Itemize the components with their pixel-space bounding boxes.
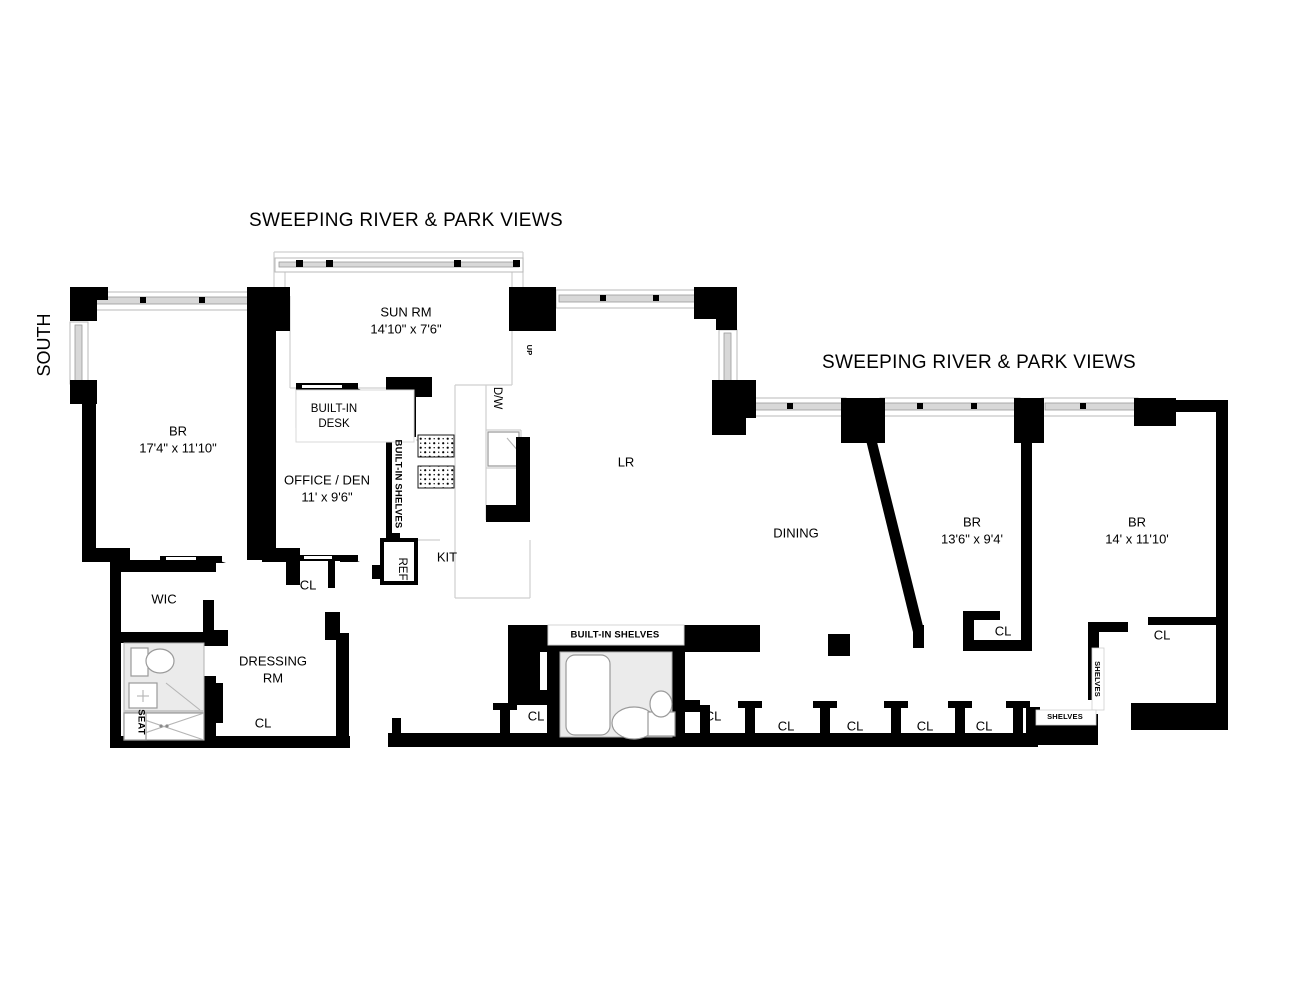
label-built-in-desk-line2: DESK <box>318 418 350 430</box>
room-label-br-right: BR <box>1128 514 1146 529</box>
text-layer: SWEEPING RIVER & PARK VIEWS SWEEPING RIV… <box>34 210 1171 735</box>
label-built-in-desk-line1: BUILT-IN <box>311 403 357 415</box>
room-label-dining: DINING <box>773 525 819 540</box>
label-built-in-shelves-horizontal: BUILT-IN SHELVES <box>571 630 660 641</box>
room-label-sun-rm: SUN RM <box>380 304 431 319</box>
window-band-right-2 <box>879 397 1021 417</box>
closet-label-hall-1: CL <box>528 708 545 723</box>
closet-label-br-right: CL <box>1154 627 1171 642</box>
center-bathroom-fixtures <box>559 651 676 740</box>
room-dims-sun-rm: 14'10" x 7'6" <box>370 321 442 336</box>
window-band-right-3 <box>1041 397 1139 417</box>
label-dishwasher: D/W <box>491 387 503 410</box>
label-built-in-shelves-vertical: BUILT-IN SHELVES <box>392 440 403 529</box>
banner-sweeping-river-park-views-left: SWEEPING RIVER & PARK VIEWS <box>249 210 563 231</box>
banner-sweeping-river-park-views-right: SWEEPING RIVER & PARK VIEWS <box>822 352 1136 373</box>
window-band-lr-right <box>718 329 738 387</box>
label-shower-seat: SEAT <box>135 709 146 734</box>
closet-label-hall-2: CL <box>705 708 722 723</box>
closet-label-dressing: CL <box>255 715 272 730</box>
room-label-wic: WIC <box>151 591 176 606</box>
closet-label-hall-4: CL <box>847 718 864 733</box>
room-label-dressing-rm-2: RM <box>263 670 283 685</box>
closet-label-hall-3: CL <box>778 718 795 733</box>
label-shelves-vertical: SHELVES <box>1093 661 1102 697</box>
room-dims-office-den: 11' x 9'6" <box>301 489 353 504</box>
closet-label-br-middle: CL <box>995 623 1012 638</box>
orientation-label-south: SOUTH <box>34 314 54 377</box>
label-shelves-horizontal: SHELVES <box>1047 712 1083 721</box>
closet-label-hall-5: CL <box>917 718 934 733</box>
label-refrigerator: REF <box>396 558 408 581</box>
label-plates <box>295 389 1105 726</box>
room-label-dressing-rm: DRESSING <box>239 653 307 668</box>
closet-label-hall-6: CL <box>976 718 993 733</box>
master-bathroom-fixtures <box>123 642 205 741</box>
label-stair-up: UP <box>525 345 534 356</box>
window-band-right-1 <box>745 397 847 417</box>
room-dims-br-middle: 13'6" x 9'4' <box>941 531 1003 546</box>
closet-label-office: CL <box>300 577 317 592</box>
window-band-br-left <box>69 321 89 385</box>
window-band-br-top <box>91 291 255 311</box>
room-dims-br-right: 14' x 11'10' <box>1105 531 1169 546</box>
room-dims-br-master: 17'4" x 11'10" <box>139 440 217 455</box>
room-label-br-master: BR <box>169 423 187 438</box>
room-label-kit: KIT <box>437 549 457 564</box>
window-band-lr-top <box>555 289 707 309</box>
room-label-office-den: OFFICE / DEN <box>284 472 370 487</box>
room-label-br-middle: BR <box>963 514 981 529</box>
room-label-lr: LR <box>618 454 635 469</box>
window-band-sunrm <box>274 257 524 273</box>
